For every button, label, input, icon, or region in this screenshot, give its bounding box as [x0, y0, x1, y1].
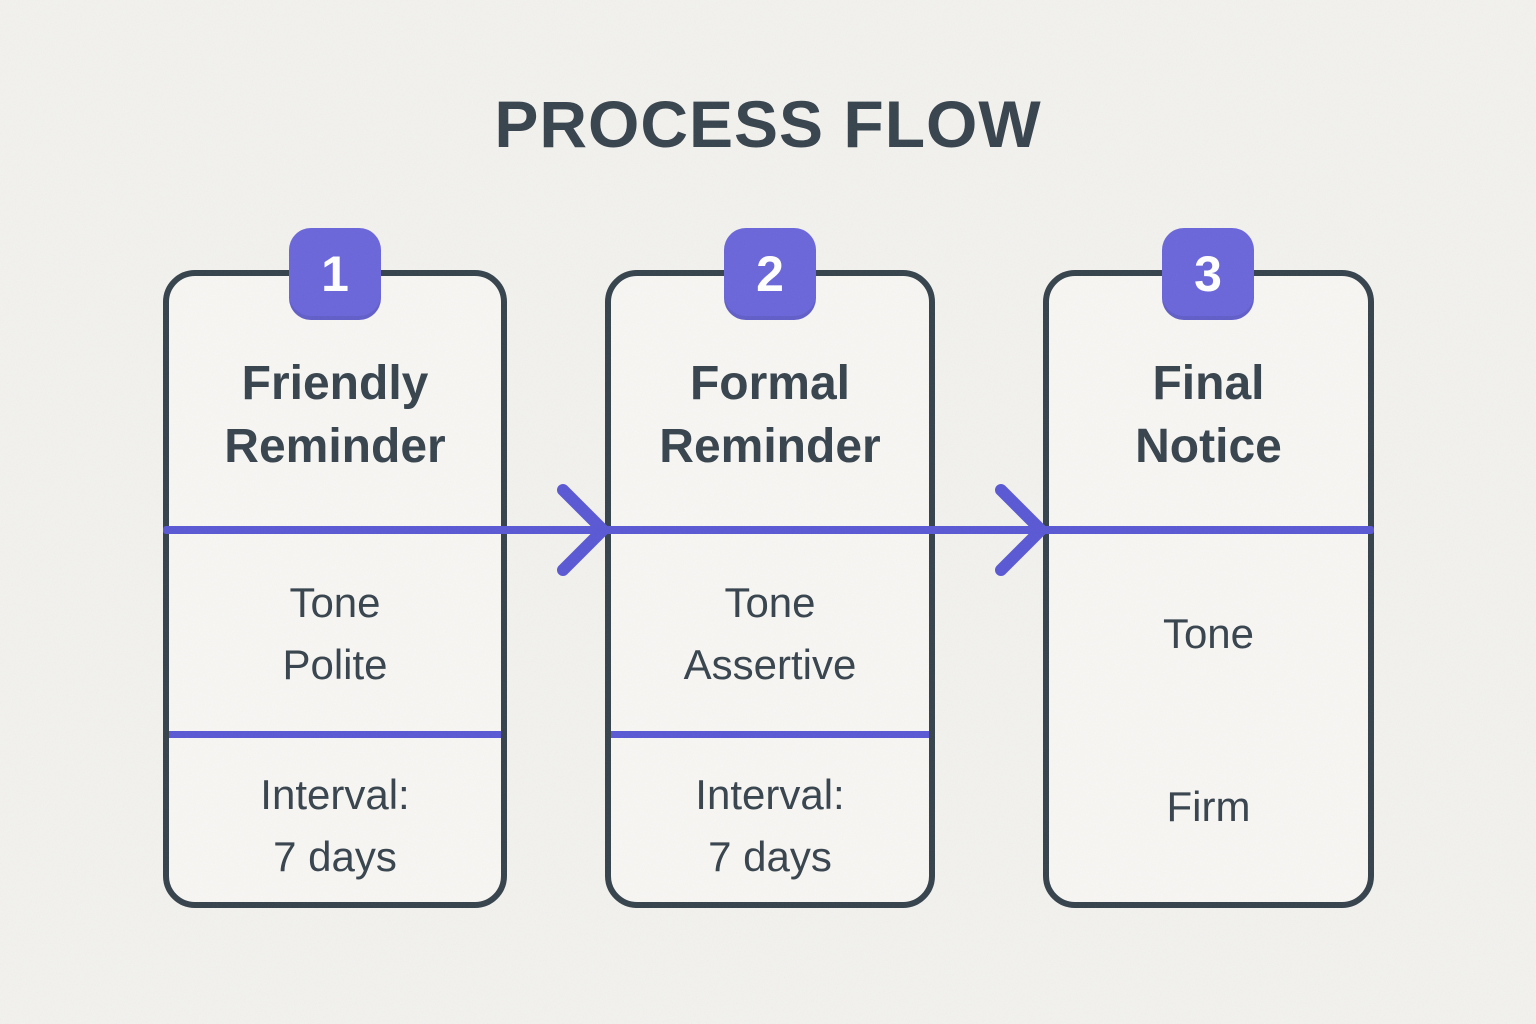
- step-title-line: Reminder: [224, 420, 446, 474]
- tone-label: Tone: [289, 579, 381, 626]
- tone-section: Tone Polite: [163, 572, 507, 696]
- tone-label: Tone: [724, 579, 816, 626]
- interval-section: Interval: 7 days: [163, 764, 507, 888]
- step-title-line: Notice: [1135, 420, 1282, 474]
- interval-section: Interval: 7 days: [605, 764, 935, 888]
- arrow-right-icon: [557, 484, 609, 576]
- step-title: Formal Reminder: [605, 352, 935, 479]
- step-title: Final Notice: [1043, 352, 1374, 479]
- page-title: PROCESS FLOW: [494, 87, 1042, 161]
- interval-value: 7 days: [708, 833, 832, 881]
- tone-value: Assertive: [683, 641, 857, 689]
- flow-connector-line: [163, 526, 1374, 534]
- tone-value: Polite: [282, 641, 388, 689]
- tone-label: Tone: [1162, 610, 1255, 657]
- interval-label: Interval:: [695, 771, 845, 818]
- tone-section: Tone Assertive: [605, 572, 935, 696]
- step-number-badge: 1: [289, 228, 381, 320]
- step-number-badge: 2: [724, 228, 816, 320]
- step-title-line: Reminder: [659, 420, 881, 474]
- step-number-badge: 3: [1162, 228, 1254, 320]
- step-title-line: Final: [1152, 357, 1265, 410]
- interval-value: 7 days: [273, 833, 397, 881]
- tone-value: Firm: [1166, 783, 1251, 830]
- card-divider: [611, 731, 929, 738]
- step-title-line: Friendly: [241, 357, 429, 410]
- card-divider: [169, 731, 501, 738]
- step-title: Friendly Reminder: [163, 352, 507, 479]
- interval-label: Interval:: [260, 771, 410, 818]
- step-title-line: Formal: [689, 357, 851, 410]
- arrow-right-icon: [995, 484, 1047, 576]
